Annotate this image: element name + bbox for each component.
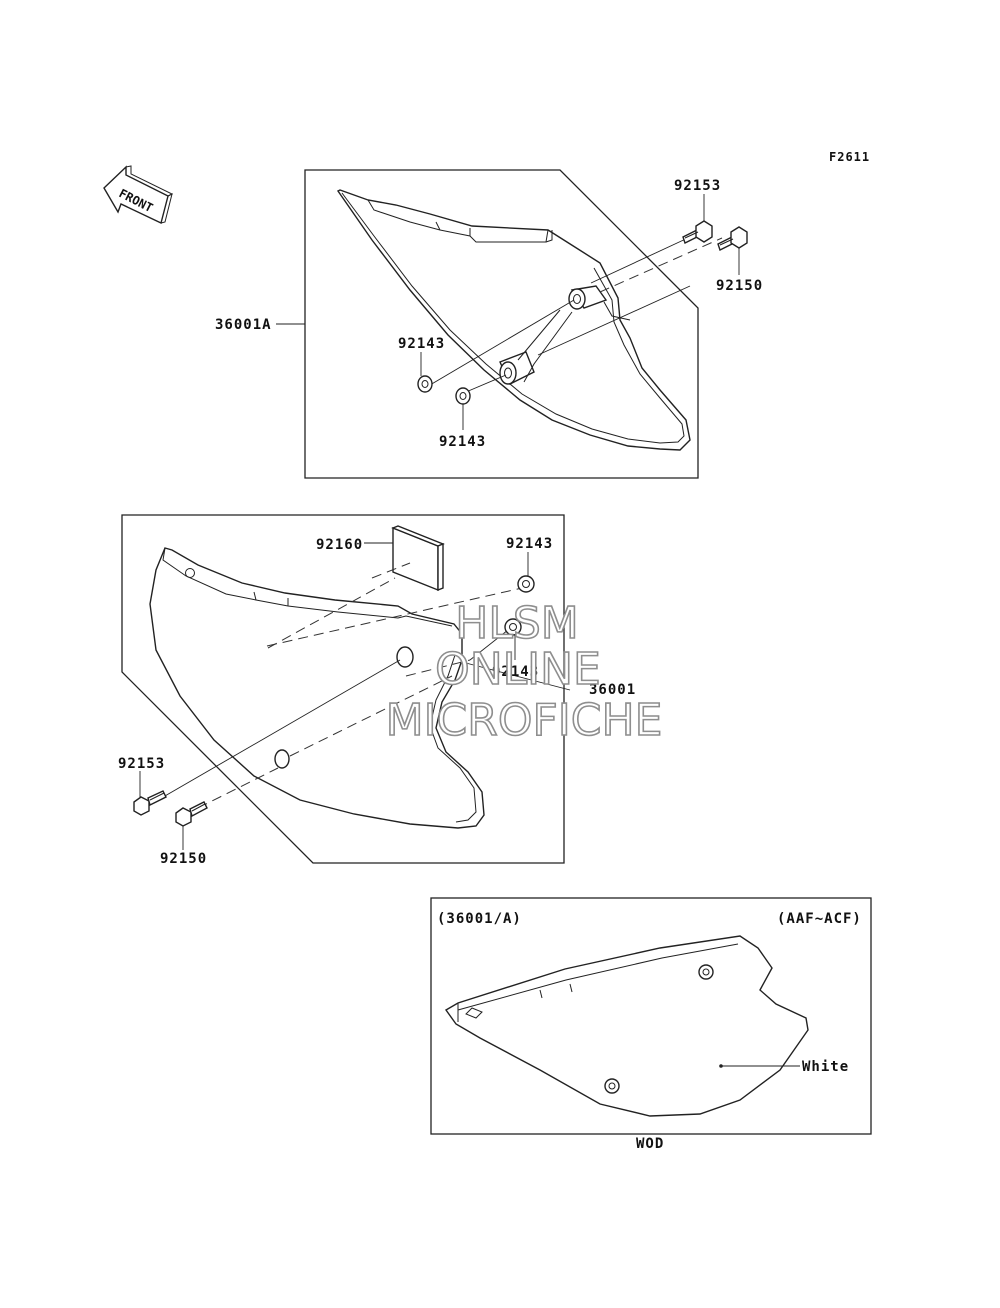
lower-frame	[121, 514, 565, 864]
label-92160: 92160	[316, 537, 363, 553]
inset-color-label: White	[802, 1059, 849, 1075]
washer-92143-lower-icon	[455, 387, 471, 405]
washer-92143-top-icon	[517, 575, 535, 593]
inset-caption: WOD	[636, 1136, 664, 1152]
label-92143-lower-a: 92143	[506, 536, 553, 552]
label-92143-upper-b: 92143	[439, 434, 486, 450]
bolt-92153-upper-icon	[682, 220, 713, 244]
watermark-line-1: HLSM	[455, 598, 579, 649]
pad-92160-icon	[391, 525, 445, 592]
watermark-line-2: ONLINE	[435, 644, 601, 695]
watermark-line-3: MICROFICHE	[386, 695, 663, 746]
inset-panel: (36001/A) (AAF~ACF) White WOD	[430, 897, 872, 1152]
washer-92143-mid-icon	[504, 618, 522, 636]
upper-frame	[304, 169, 699, 479]
label-92150-lower: 92150	[160, 851, 207, 867]
bolt-92153-lower-icon	[133, 790, 167, 816]
washer-92143-upper-icon	[417, 375, 433, 393]
front-arrow-icon: FRONT	[103, 165, 174, 224]
lower-side-cover	[149, 547, 485, 829]
bolt-92150-lower-icon	[175, 801, 208, 827]
label-36001A: 36001A	[215, 317, 272, 333]
inset-model-range: (AAF~ACF)	[777, 911, 862, 927]
upper-side-cover	[336, 189, 691, 451]
figure-code: F2611	[829, 150, 870, 164]
bolt-92150-upper-icon	[717, 226, 748, 251]
label-36001: 36001	[589, 682, 636, 698]
lower-group: 92160 92143 92143 36001 92153 92150	[118, 514, 636, 867]
inset-part-ref: (36001/A)	[437, 911, 522, 927]
upper-group: 36001A 92153 92150 92143 92143	[215, 169, 763, 479]
inset-side-cover	[444, 935, 809, 1117]
label-92150-upper: 92150	[716, 278, 763, 294]
label-92153-upper: 92153	[674, 178, 721, 194]
inset-frame	[430, 897, 872, 1135]
label-92143-lower-b: 92143	[492, 664, 539, 680]
label-92153-lower: 92153	[118, 756, 165, 772]
label-92143-upper-a: 92143	[398, 336, 445, 352]
watermark: HLSM ONLINE MICROFICHE	[385, 597, 663, 747]
